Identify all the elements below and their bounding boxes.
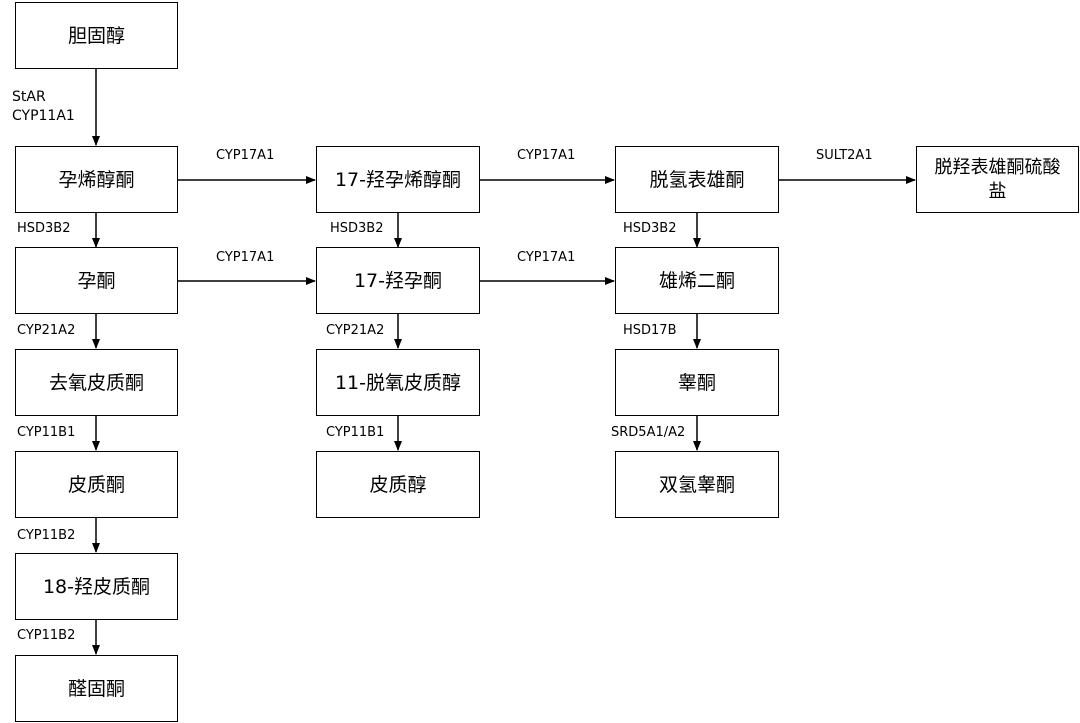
node-deoxycorticosterone: 去氧皮质酮 — [15, 349, 178, 416]
enzyme-label-hsd17b: HSD17B — [623, 323, 677, 338]
node-17oh-progesterone: 17-羟孕酮 — [316, 247, 480, 314]
enzyme-label-cyp11b2-first: CYP11B2 — [17, 528, 76, 543]
node-dht: 双氢睾酮 — [615, 451, 779, 518]
node-testosterone: 睾酮 — [615, 349, 779, 416]
enzyme-label-cyp17a1-ohpreg: CYP17A1 — [517, 148, 576, 163]
node-11-deoxycortisol: 11-脱氧皮质醇 — [316, 349, 480, 416]
node-pregnenolone: 孕烯醇酮 — [15, 146, 178, 213]
enzyme-label-hsd3b2-col1: HSD3B2 — [17, 221, 71, 236]
enzyme-label-cyp11b1-col1: CYP11B1 — [17, 425, 76, 440]
node-dhea-sulfate: 脱羟表雄酮硫酸盐 — [916, 146, 1079, 213]
node-18-hydroxycorticosterone: 18-羟皮质酮 — [15, 553, 178, 620]
enzyme-label-hsd3b2-col3: HSD3B2 — [623, 221, 677, 236]
node-androstenedione: 雄烯二酮 — [615, 247, 779, 314]
enzyme-label-cyp17a1-prog: CYP17A1 — [216, 250, 275, 265]
enzyme-label-hsd3b2-col2: HSD3B2 — [330, 221, 384, 236]
enzyme-label-star-cyp11a1: StAR CYP11A1 — [12, 89, 75, 124]
node-corticosterone: 皮质酮 — [15, 451, 178, 518]
enzyme-label-cyp21a2-col2: CYP21A2 — [326, 323, 385, 338]
enzyme-label-cyp11b1-col2: CYP11B1 — [326, 425, 385, 440]
enzyme-label-srd5a1-a2: SRD5A1/A2 — [611, 425, 686, 440]
enzyme-label-cyp17a1-ohprog: CYP17A1 — [517, 250, 576, 265]
node-cholesterol: 胆固醇 — [15, 2, 178, 69]
enzyme-label-cyp11b2-second: CYP11B2 — [17, 628, 76, 643]
node-cortisol: 皮质醇 — [316, 451, 480, 518]
node-17oh-pregnenolone: 17-羟孕烯醇酮 — [316, 146, 480, 213]
node-progesterone: 孕酮 — [15, 247, 178, 314]
enzyme-label-cyp17a1-preg: CYP17A1 — [216, 148, 275, 163]
node-dhea: 脱氢表雄酮 — [615, 146, 779, 213]
enzyme-label-sult2a1: SULT2A1 — [816, 148, 873, 163]
enzyme-label-cyp21a2-col1: CYP21A2 — [17, 323, 76, 338]
node-aldosterone: 醛固酮 — [15, 655, 178, 722]
